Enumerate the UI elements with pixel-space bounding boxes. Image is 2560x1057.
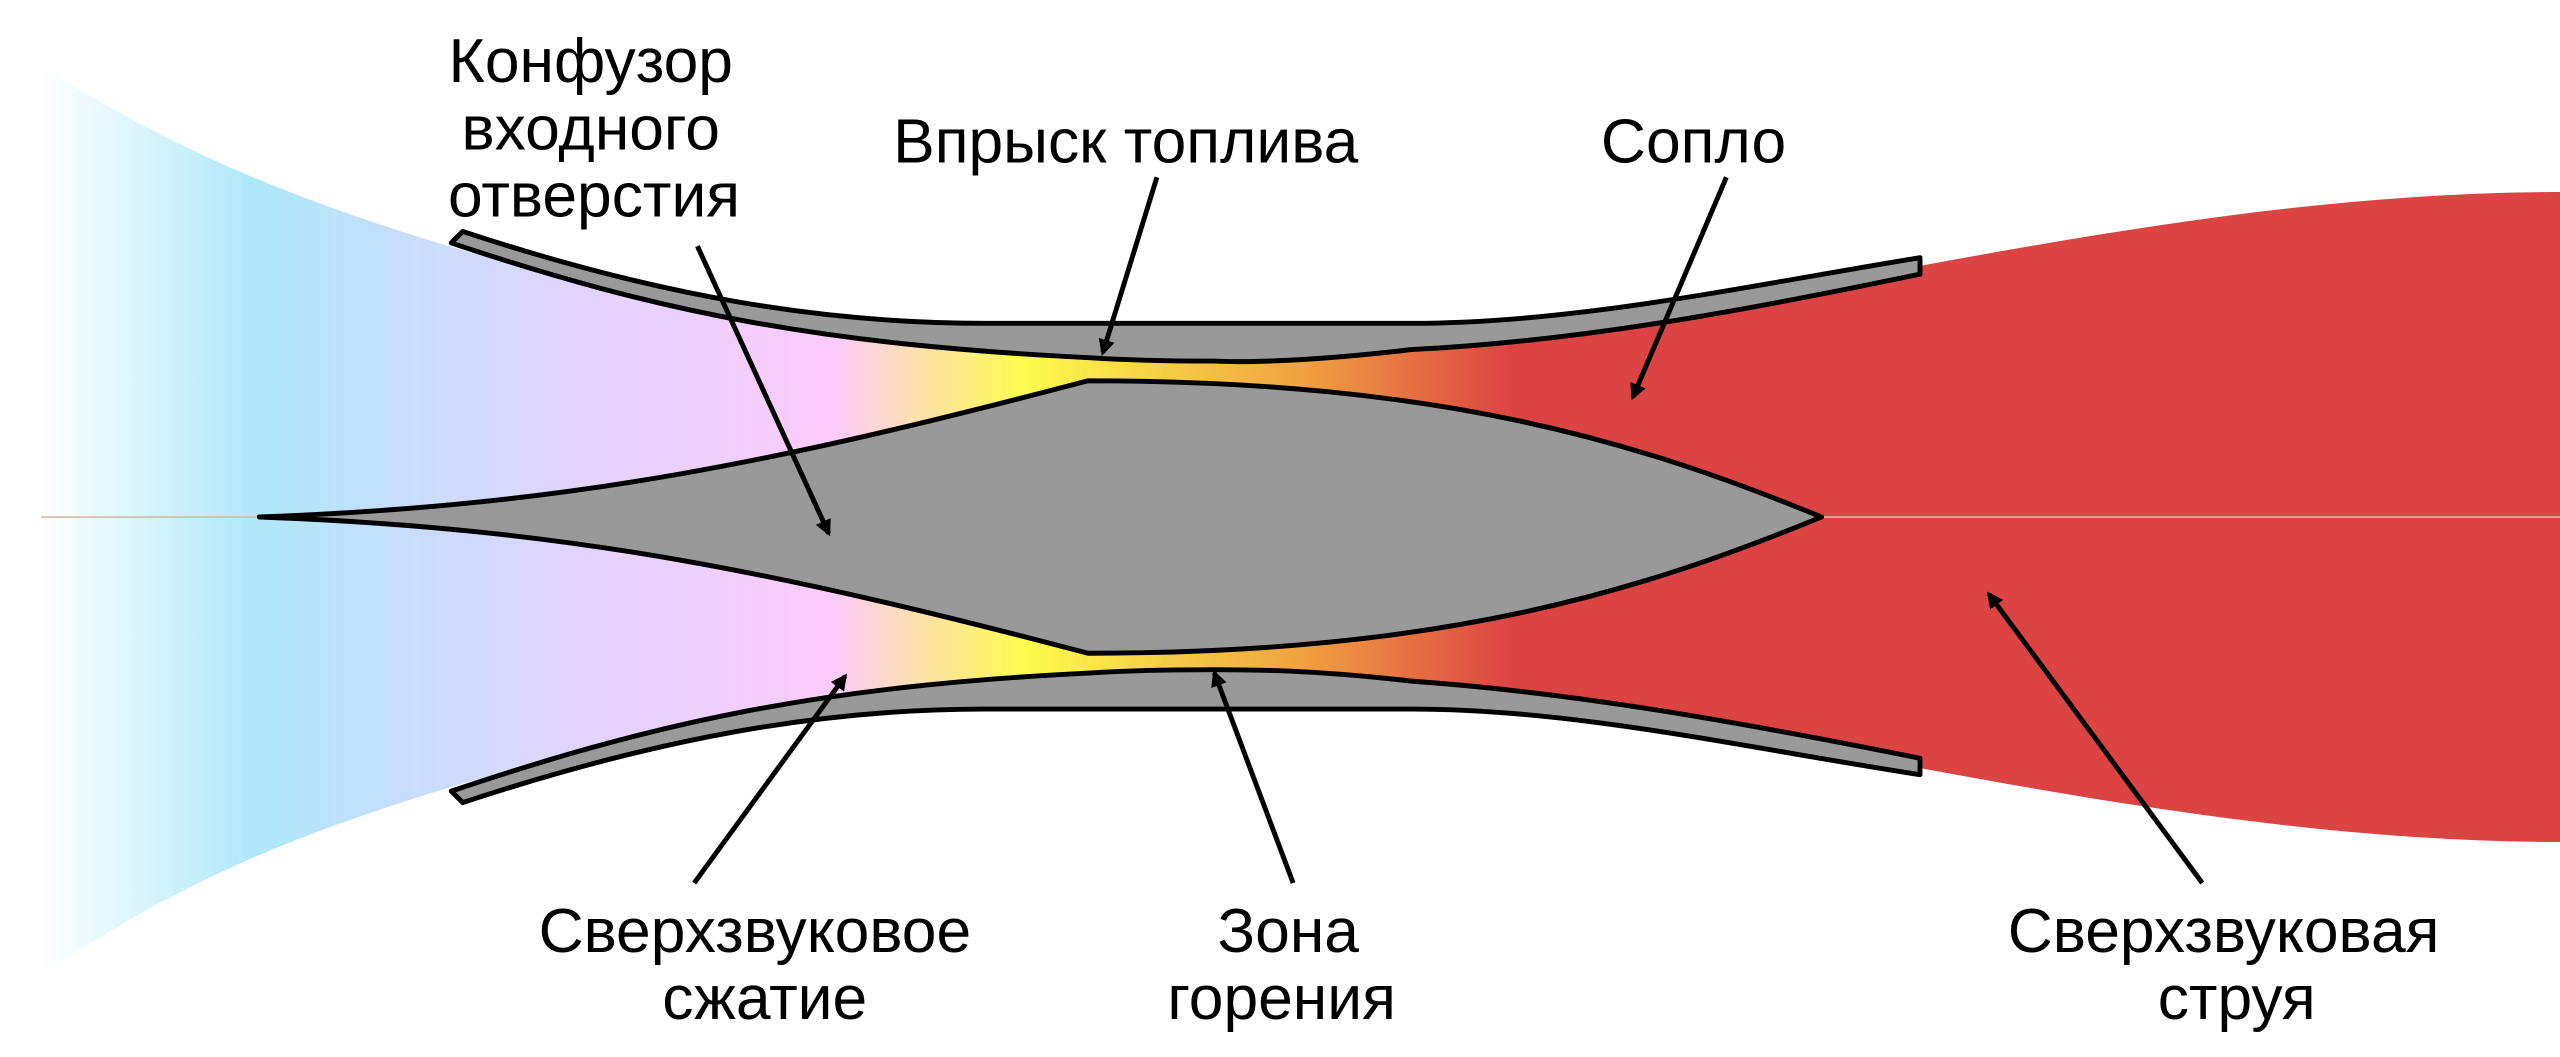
- arrow-supersonic-compression: [692, 673, 848, 885]
- label-line: горения: [1167, 964, 1395, 1033]
- label-line: Сверхзвуковая: [2008, 897, 2440, 966]
- arrow-supersonic-jet: [1986, 591, 2205, 885]
- label-line: входного: [462, 94, 720, 163]
- label-line: отверстия: [448, 162, 740, 231]
- arrows: [692, 176, 2205, 885]
- label-combustion-zone: Зона горения: [1167, 897, 1395, 1033]
- lower-cowl: [448, 667, 1923, 806]
- label-line: Конфузор: [449, 27, 733, 96]
- label-fuel-injection: Впрыск топлива: [893, 107, 1359, 176]
- label-line: сжатие: [662, 964, 867, 1033]
- label-supersonic-jet: Сверхзвуковая струя: [2008, 897, 2440, 1033]
- upper-cowl: [448, 228, 1923, 365]
- center-body: [256, 378, 1824, 656]
- arrow-inlet: [695, 245, 831, 537]
- arrow-fuel-injection: [1098, 176, 1160, 357]
- label-line: струя: [2158, 964, 2316, 1033]
- label-supersonic-compression: Сверхзвуковое сжатие: [539, 897, 972, 1033]
- label-line: Зона: [1217, 897, 1359, 966]
- arrow-combustion-zone: [1211, 669, 1296, 884]
- label-nozzle: Сопло: [1601, 107, 1786, 176]
- label-line: Сверхзвуковое: [539, 897, 972, 966]
- label-inlet: Конфузор входного отверстия: [448, 27, 740, 231]
- arrow-nozzle: [1630, 176, 1729, 401]
